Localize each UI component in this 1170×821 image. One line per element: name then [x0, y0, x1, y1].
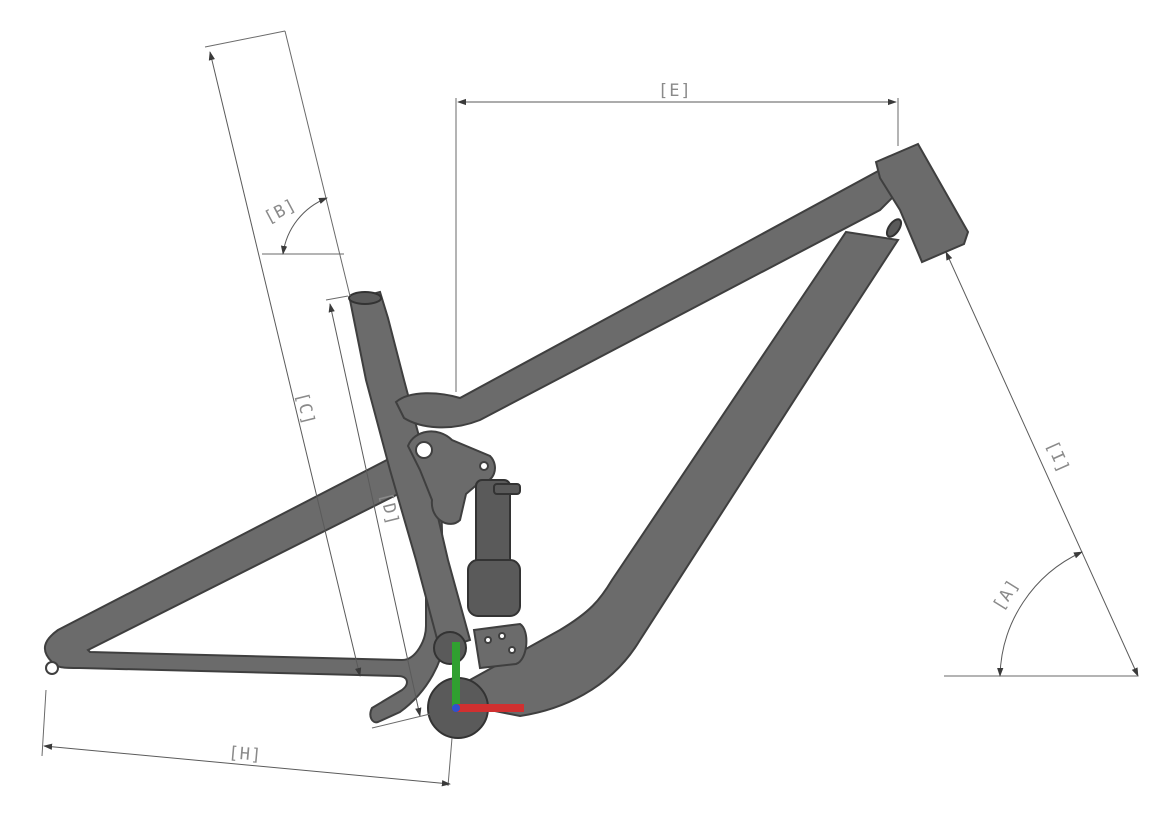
axis-y	[452, 642, 460, 708]
rear-axle-hole	[45, 661, 59, 675]
bike-frame	[43, 142, 970, 739]
label-e: [E]	[658, 81, 692, 101]
axis-x	[456, 704, 524, 712]
seat-tube-top	[348, 291, 382, 305]
label-h: [H]	[228, 743, 263, 766]
lower-link-hole-3	[508, 646, 516, 654]
shock-lever	[493, 483, 521, 495]
coordinate-axes	[452, 642, 524, 712]
dimension-h: [H]	[41, 689, 453, 787]
dimension-i: [I]	[945, 251, 1139, 677]
main-pivot	[433, 631, 467, 665]
shock-can	[467, 559, 521, 617]
head-tube	[874, 142, 970, 264]
lower-link-hole-1	[484, 636, 492, 644]
rocker-bolt	[479, 461, 489, 471]
down-tube	[468, 230, 900, 718]
label-c: [C]	[291, 390, 319, 428]
lower-link-hole-2	[498, 632, 506, 640]
head-tube-port	[885, 218, 903, 238]
dimension-a: [A]	[944, 551, 1138, 677]
dimension-b: [B]	[261, 195, 344, 255]
label-i: [I]	[1041, 438, 1073, 477]
dimension-e: [E]	[455, 81, 899, 392]
lower-link	[472, 622, 528, 670]
axis-origin	[452, 704, 460, 712]
rear-triangle	[43, 443, 447, 724]
rocker-pivot	[415, 441, 433, 459]
dimension-d: [D]	[325, 295, 431, 729]
